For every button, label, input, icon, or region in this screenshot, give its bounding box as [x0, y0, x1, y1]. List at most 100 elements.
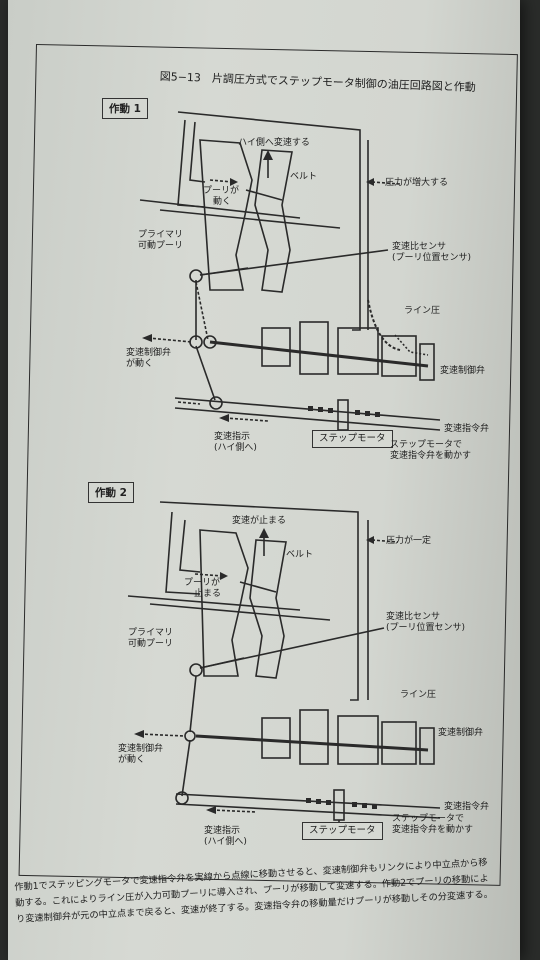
op1-command-valve-label: 変速指令弁	[444, 424, 490, 434]
op1-lever-pivot-c	[209, 396, 223, 410]
op2-primary-label-2: 可動プーリ	[128, 639, 174, 649]
op1-command-rail-top	[174, 397, 441, 421]
op1-control-valve-label: 変速制御弁	[440, 366, 486, 376]
op1-pulley-moves-label-1: プーリが	[203, 186, 240, 196]
op1-label: 作動 1	[102, 98, 148, 119]
op1-pulley-moves-label-2: 動く	[213, 197, 232, 207]
op1-tick	[365, 411, 370, 416]
op1-control-spool	[209, 340, 429, 368]
op1-fill-marks	[142, 150, 380, 422]
op1-instruction-arrow	[224, 417, 269, 422]
op2-shaft-1	[127, 595, 301, 611]
op1-valve-end	[419, 343, 435, 381]
op2-pulley-arrowhead	[220, 572, 228, 580]
op2-shift-arrowhead	[259, 528, 269, 538]
op2-shaft-2	[149, 603, 331, 621]
op2-valve-end	[419, 727, 435, 765]
op1-step-motor-box: ステップモータ	[312, 430, 393, 448]
op1-valve-arrow	[147, 337, 193, 343]
op1-belt-label: ベルト	[290, 172, 318, 182]
op1-oil-flow-arrow	[367, 299, 401, 351]
op2-tick	[352, 802, 357, 807]
op1-valve-moves-label-1: 変速制御弁	[126, 348, 172, 358]
op1-instruction-arrowhead	[219, 414, 229, 422]
op2-tick	[326, 800, 331, 805]
op2-primary-pulley	[199, 529, 249, 677]
op2-instruction-label-2: (ハイ側へ)	[204, 837, 247, 847]
op2-command-slider	[333, 789, 345, 821]
op2-pressure-constant-label: 圧力が一定	[386, 536, 432, 546]
op2-tick	[362, 803, 367, 808]
op1-motor-moves-label-2: 変速指令弁を動かす	[390, 451, 472, 461]
op1-pressure-line	[177, 111, 361, 331]
op2-pulley-arrow	[194, 573, 223, 577]
op1-valve-port-4	[381, 335, 417, 377]
op1-shaft-2	[159, 209, 341, 229]
op1-sensor-label-1: 変速比センサ	[392, 242, 447, 252]
op2-pressure-line-left	[165, 511, 201, 595]
op1-instruction-label-2: (ハイ側へ)	[214, 443, 257, 453]
op1-command-rail-bottom	[174, 407, 441, 431]
op2-valve-port-2	[299, 709, 329, 765]
op1-tick	[375, 412, 380, 417]
op1-tick	[355, 410, 360, 415]
op2-tick	[372, 804, 377, 809]
op2-sensor-pivot	[189, 663, 203, 677]
op2-pressure-inner	[179, 519, 201, 573]
op2-pressure-arrow	[371, 539, 399, 543]
op2-valve-moves-label-2: が動く	[118, 755, 146, 765]
op1-tick	[318, 407, 323, 412]
op2-pulley-stops-label-1: プーリが	[184, 578, 221, 588]
diagram-op1	[139, 111, 441, 442]
op2-line-pressure-label: ライン圧	[400, 690, 437, 700]
op2-instruction-label-1: 変速指示	[204, 826, 241, 836]
op2-tick	[306, 798, 311, 803]
op1-valve-arrowhead	[142, 334, 152, 342]
op2-pulley-stops-label-2: 止まる	[194, 589, 222, 599]
op1-command-slider	[337, 399, 349, 431]
op1-pressure-increase-label: 圧力が増大する	[385, 178, 449, 188]
op1-valve-moves-label-2: が動く	[126, 359, 154, 369]
op1-shift-high-label: ハイ側へ変速する	[238, 138, 310, 148]
op1-line-pressure-path	[394, 334, 429, 356]
op1-sensor-arm	[199, 267, 249, 276]
op2-control-spool	[195, 734, 429, 752]
op2-step-motor-box: ステップモータ	[302, 822, 383, 840]
op2-valve-port-3	[337, 715, 379, 765]
op1-command-dotted	[177, 401, 201, 405]
op2-tick	[316, 799, 321, 804]
op1-primary-label-2: 可動プーリ	[138, 241, 184, 251]
op2-belt	[239, 581, 277, 593]
op2-valve-arrow	[139, 733, 185, 737]
op1-shaft-1	[139, 199, 301, 219]
op1-lever-dotted	[195, 281, 209, 341]
op1-valve-port-2	[299, 321, 329, 375]
op1-primary-pulley	[199, 139, 253, 291]
op2-label: 作動 2	[88, 482, 134, 503]
op2-valve-moves-label-1: 変速制御弁	[118, 744, 164, 754]
op1-pressure-arrowhead	[366, 178, 374, 186]
op1-lever-lower	[195, 345, 216, 401]
op2-fixed-pulley	[249, 539, 287, 679]
op2-belt-label: ベルト	[286, 550, 314, 560]
op2-command-valve-label: 変速指令弁	[444, 802, 490, 812]
op2-lever-lower	[181, 739, 191, 797]
op1-pulley-arrowhead	[230, 178, 238, 186]
op1-tick	[328, 408, 333, 413]
op2-valve-arrowhead	[134, 730, 144, 738]
op2-control-valve-label: 変速制御弁	[438, 728, 484, 738]
op1-belt	[245, 189, 283, 201]
op1-instruction-label-1: 変速指示	[214, 432, 251, 442]
op1-valve-port-3	[337, 327, 379, 375]
op2-motor-moves-label-1: ステップモータで	[392, 814, 465, 824]
op2-sensor-label-2: (プーリ位置センサ)	[386, 623, 466, 633]
op2-instruction-arrowhead	[206, 806, 216, 814]
op2-sensor-label-1: 変速比センサ	[386, 612, 441, 622]
op2-lever-pivot-a	[184, 730, 196, 742]
op2-valve-port-4	[381, 721, 417, 765]
op1-sensor-label-2: (プーリ位置センサ)	[392, 253, 472, 263]
op2-primary-label-1: プライマリ	[128, 628, 174, 638]
op2-lever-upper	[189, 675, 197, 733]
op2-command-rail-bottom	[175, 803, 441, 819]
